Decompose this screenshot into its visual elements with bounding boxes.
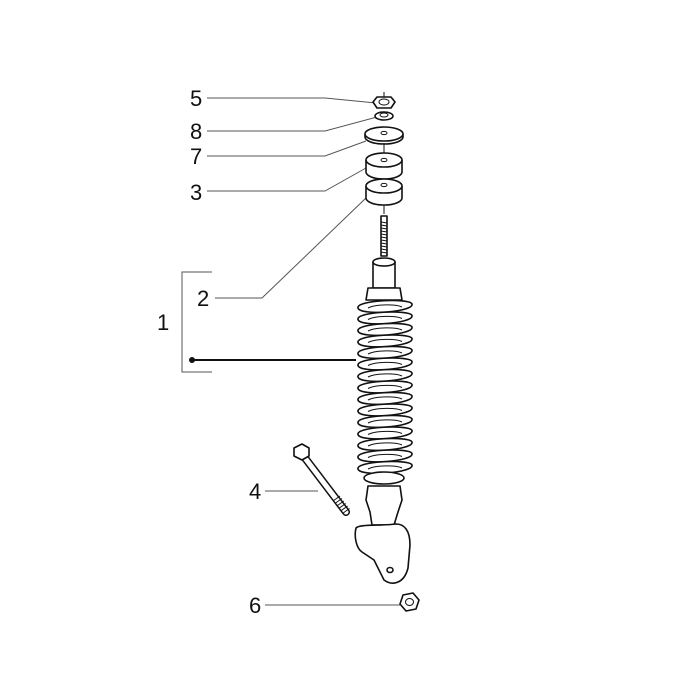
spring-coil-inner	[367, 407, 403, 412]
callout-3: 3	[190, 180, 202, 205]
nut-part-6	[399, 592, 420, 612]
thread-mark	[380, 224, 388, 227]
bolt-thread-mark	[342, 508, 350, 514]
callout-8: 8	[190, 119, 202, 144]
spring-coil	[357, 345, 413, 360]
spring-coil-inner	[367, 327, 403, 332]
mounting-eye	[386, 566, 394, 574]
spring-coil	[357, 311, 413, 325]
thread-mark	[380, 230, 388, 233]
callout-7: 7	[190, 144, 202, 169]
callout-4: 4	[249, 479, 261, 504]
spring-coil	[357, 357, 413, 371]
spring-coil	[357, 299, 413, 314]
thread-mark	[380, 239, 388, 242]
spring-coil	[357, 334, 413, 348]
bolt-thread-mark	[338, 503, 346, 509]
leader-line-3	[207, 167, 367, 192]
bracket-1	[181, 271, 212, 373]
thread-mark	[380, 251, 388, 254]
spring-coil-inner	[367, 453, 403, 458]
thread-mark	[380, 236, 388, 239]
spring-coil-inner	[367, 315, 403, 320]
bushing-part-3	[365, 152, 403, 180]
callout-1: 1	[157, 310, 169, 335]
threaded-rod	[380, 215, 388, 257]
thread-mark	[380, 248, 388, 251]
thread-mark	[380, 227, 388, 230]
spring-coil-inner	[367, 338, 403, 343]
washer-part-7	[364, 126, 404, 153]
shock-absorber-part-1	[354, 215, 413, 584]
callout-5: 5	[190, 86, 202, 111]
bolt-part-4	[293, 443, 350, 516]
spring-coil	[357, 449, 413, 463]
callout-6: 6	[249, 593, 261, 618]
spring-coils	[357, 299, 413, 475]
thread-mark	[380, 242, 388, 245]
thread-mark	[380, 245, 388, 248]
spring-coil	[357, 322, 413, 337]
leader-dot-1	[189, 357, 195, 363]
spring-coil-inner	[367, 373, 403, 378]
spring-coil-inner	[367, 465, 403, 470]
nut-part-5	[372, 92, 396, 109]
spring-coil	[357, 380, 413, 394]
thread-mark	[380, 233, 388, 236]
leader-line-8	[207, 116, 378, 132]
spring-coil	[357, 391, 413, 406]
leader-line-7	[207, 140, 367, 157]
spring-coil	[357, 368, 413, 383]
spring-coil	[357, 426, 413, 440]
spring-coil-inner	[367, 304, 403, 309]
spring-coil-inner	[367, 384, 403, 389]
spring-coil	[357, 403, 413, 417]
spring-coil	[357, 437, 413, 452]
leader-line-5	[207, 97, 377, 104]
spring-coil-inner	[367, 419, 403, 424]
spring-coil-inner	[367, 430, 403, 435]
washer-part-8	[374, 111, 394, 121]
bolt-thread-mark	[334, 498, 343, 504]
spring-coil	[357, 414, 413, 429]
bushing-part-2	[365, 178, 403, 214]
spring-coil-inner	[367, 396, 403, 401]
spring-coil-inner	[367, 350, 403, 355]
bolt-thread-mark	[332, 495, 341, 502]
spring-coil-inner	[367, 361, 403, 366]
thread-mark	[380, 221, 388, 224]
bolt-thread-mark	[336, 500, 345, 507]
bolt-thread-mark	[340, 505, 348, 512]
spring-coil-inner	[367, 442, 403, 447]
leader-line-2	[215, 197, 367, 299]
callout-2: 2	[197, 286, 209, 311]
